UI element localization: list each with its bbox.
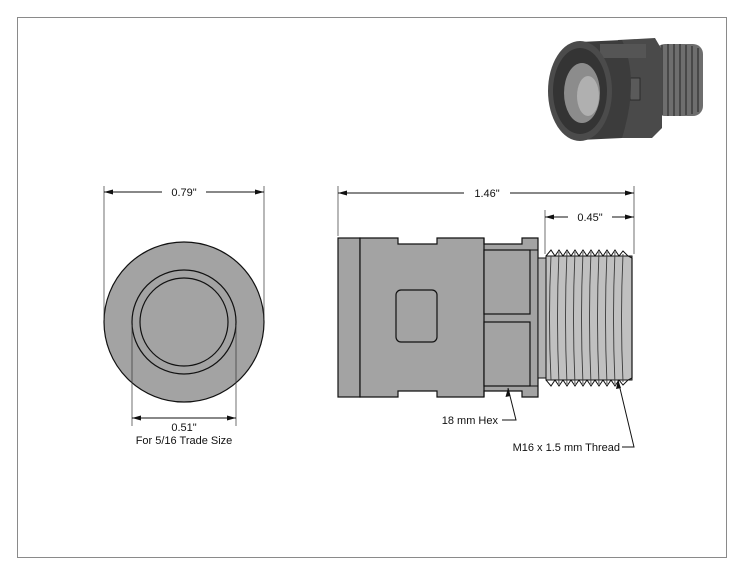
thread-section: [545, 255, 633, 381]
body-window: [395, 289, 438, 343]
thread-neck: [537, 257, 547, 379]
dim-thread-length-label: 0.45": [577, 212, 602, 224]
dim-thread-length: 0.45": [544, 210, 634, 254]
dim-inner-diameter-label: 0.51": [171, 422, 196, 434]
dim-outer-diameter-label: 0.79": [171, 187, 196, 199]
hex-flat-lower: [483, 321, 531, 387]
dim-overall-length: 1.46": [337, 186, 635, 254]
thread-lines: [549, 251, 624, 385]
hex-flat-upper: [483, 249, 531, 315]
end-flange: [337, 237, 361, 398]
front-view: [103, 241, 265, 403]
dim-outer-diameter: 0.79": [103, 186, 265, 320]
bore-inner-circle: [139, 277, 229, 367]
side-view: [337, 237, 633, 398]
product-render-icon: [548, 38, 703, 141]
dim-overall-length-label: 1.46": [474, 188, 499, 200]
callout-hex: 18 mm Hex: [442, 387, 517, 427]
callout-thread-label: M16 x 1.5 mm Thread: [513, 442, 620, 454]
callout-thread: M16 x 1.5 mm Thread: [513, 379, 635, 454]
callout-hex-label: 18 mm Hex: [442, 415, 499, 427]
dim-inner-diameter: 0.51" For 5/16 Trade Size: [131, 325, 237, 447]
trade-size-note: For 5/16 Trade Size: [136, 435, 233, 447]
